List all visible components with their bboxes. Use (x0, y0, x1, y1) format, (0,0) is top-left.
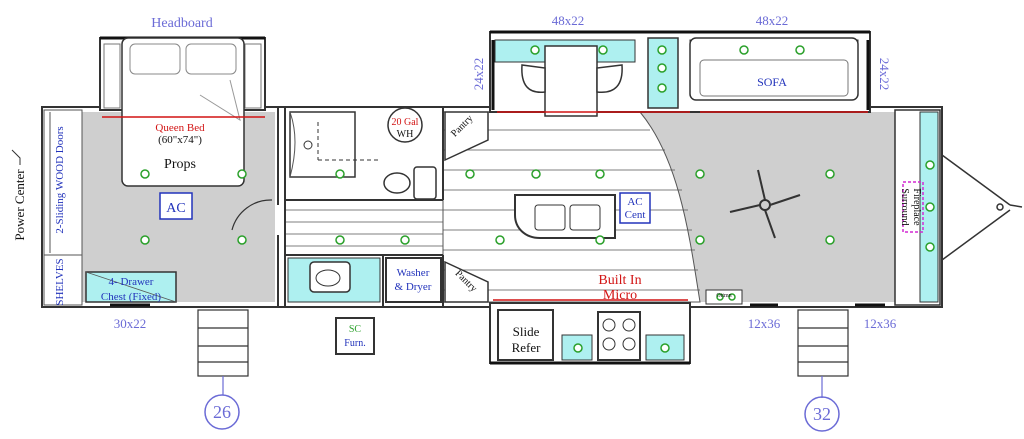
bath-sink (413, 166, 437, 200)
chair-right (596, 64, 623, 93)
water-heater-label-2: WH (397, 129, 414, 140)
stove (597, 311, 641, 361)
step-26-label: 26 (213, 402, 231, 422)
dinette-table (544, 45, 598, 117)
light-fixtures (140, 45, 935, 353)
ac-cent-label-2: Cent (625, 209, 646, 221)
ac-bedroom-box (159, 192, 193, 220)
sc-furn-label-2: Furn. (344, 338, 365, 349)
queen-bed (102, 37, 265, 187)
shelves-label: SHELVES (54, 258, 66, 305)
ac-bedroom-label: AC (166, 201, 185, 216)
chair-left (521, 64, 546, 93)
toilet (383, 172, 411, 194)
sc-furnace (335, 317, 375, 355)
entry-step-rear (197, 309, 249, 395)
slide-refer-label-1: Slide (513, 324, 540, 339)
dim-12x36-left: 12x36 (748, 316, 781, 331)
slide-refer (497, 309, 554, 361)
pantry-top (444, 111, 489, 162)
entry-step-front (797, 309, 849, 398)
headboard-label: Headboard (151, 16, 212, 31)
sc-furn-label-1: SC (349, 324, 362, 335)
built-in-micro-label-2: Micro (603, 288, 637, 303)
drawer-chest (85, 271, 177, 303)
bathroom (289, 107, 437, 200)
kitchen-slideout (489, 299, 691, 365)
hitch (941, 154, 1023, 261)
dim-24x22-right: 24x22 (877, 58, 892, 91)
dim-30x22: 30x22 (114, 316, 147, 331)
pantry-bottom (444, 260, 489, 303)
windows (110, 40, 885, 307)
drawer-chest-label-1: 4- Drawer (109, 276, 154, 288)
built-in-micro-label-1: Built In (598, 273, 641, 288)
fireplace-label-2: Surround (899, 188, 910, 225)
dim-24x22-left: 24x22 (471, 58, 486, 91)
bedroom-door-swing (231, 199, 273, 231)
dim-48x22-left: 48x22 (552, 13, 585, 28)
left-end (11, 109, 83, 306)
washer-dryer-label-2: & Dryer (395, 281, 432, 293)
step-32-label: 32 (813, 404, 831, 424)
dinette-slideout (489, 30, 871, 117)
ac-cent-label-1: AC (627, 196, 642, 208)
ceiling-fan-icon (729, 169, 801, 239)
sliding-doors-label: 2-Sliding WOOD Doors (54, 126, 66, 233)
step-32-marker (804, 396, 840, 432)
fireplace-label-1: Fireplace (911, 188, 922, 226)
washer-dryer-label-1: Washer (397, 267, 430, 279)
water-heater-label-1: 20 Gal (392, 117, 419, 128)
slide-refer-label-2: Refer (512, 340, 542, 355)
power-center-label: Power Center (12, 169, 27, 241)
ac-center-box (619, 192, 651, 224)
dim-48x22-right: 48x22 (756, 13, 789, 28)
hall-sink (287, 257, 381, 303)
step-26-marker (204, 394, 240, 430)
dim-12x36-right: 12x36 (864, 316, 897, 331)
water-heater (387, 107, 423, 143)
queen-bed-label-2: (60"x74") (158, 134, 202, 146)
washer-dryer (385, 257, 442, 303)
props-label: Props (164, 157, 196, 172)
queen-bed-label-1: Queen Bed (155, 122, 205, 134)
ottoman-label: Ottmn (716, 293, 731, 299)
sofa-label: SOFA (757, 75, 787, 89)
drawer-chest-label-2: Chest (Fixed) (101, 291, 162, 303)
kitchen-island (514, 194, 616, 239)
